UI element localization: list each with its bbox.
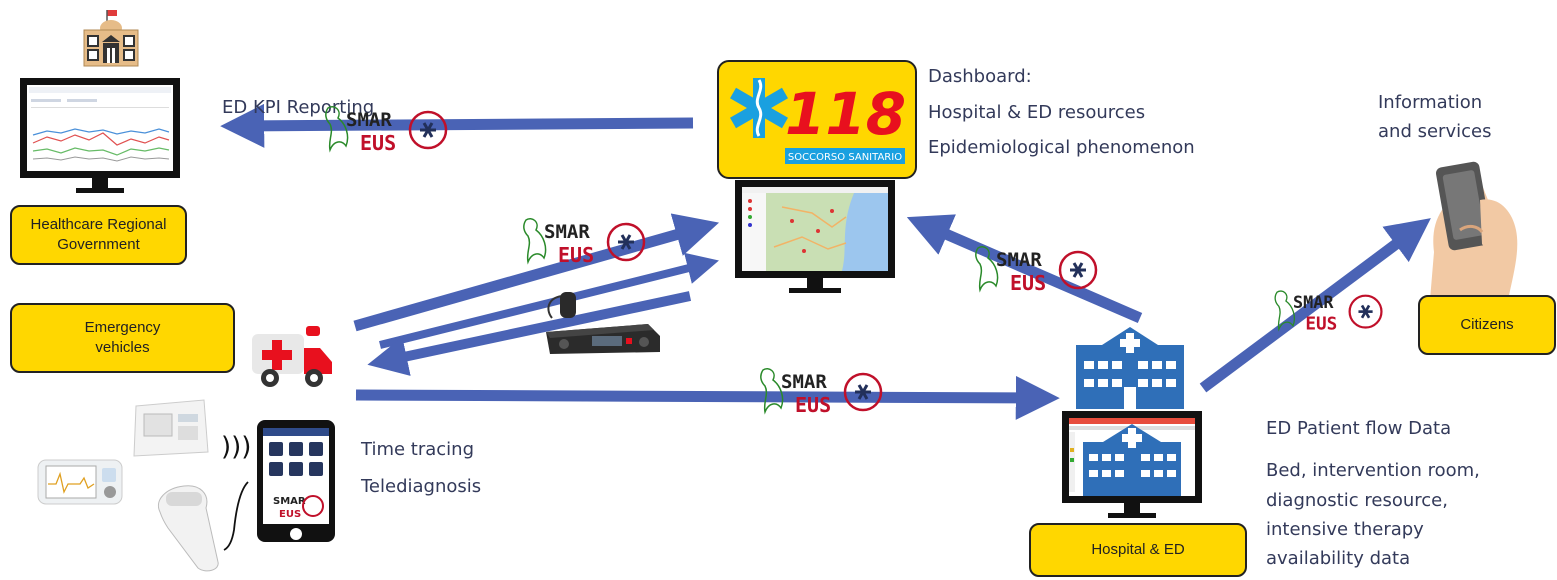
smarteus-h118-eus: EUS — [1010, 271, 1046, 295]
box-hospital-ed: Hospital & ED — [1029, 523, 1247, 577]
logo-118-soccorso: SOCCORSO SANITARIO — [788, 152, 902, 163]
box-citizens: Citizens — [1418, 295, 1556, 355]
tablet-logo-smar: SMAR — [273, 496, 306, 507]
radio-device-icon — [546, 292, 660, 354]
label-ed-kpi-reporting: ED KPI Reporting — [222, 97, 375, 118]
label-and-services: and services — [1378, 121, 1492, 142]
label-dashboard-line2: Epidemiological phenomenon — [928, 137, 1195, 158]
tablet-logo-eus: EUS — [279, 509, 301, 520]
kpi-report-chart — [29, 87, 171, 162]
label-ed-detail-4: availability data — [1266, 548, 1411, 569]
box-emergency-line1: Emergency — [84, 318, 161, 336]
ambulance-icon — [252, 326, 332, 387]
smarteus-logo-vehicles-118: SMAR EUS — [523, 218, 646, 267]
smarteus-kpi-smar: SMAR — [346, 109, 392, 131]
arrow-vehicles-to-118-radio — [379, 252, 719, 349]
government-building-icon — [83, 10, 139, 67]
box-emergency-line2: vehicles — [95, 339, 150, 356]
box-hospital-label: Hospital & ED — [1091, 540, 1185, 558]
ecg-machine-icon — [133, 399, 209, 457]
arrow-118-to-vehicles — [367, 291, 692, 376]
dashboard-map — [742, 187, 888, 271]
label-time-tracing: Time tracing — [361, 439, 474, 460]
tablet-device: SMAR EUS — [257, 420, 335, 542]
hospital-monitor — [1062, 411, 1202, 525]
logo-118-box: 118 SOCCORSO SANITARIO — [717, 60, 917, 179]
hospital-dashboard-view — [1069, 418, 1195, 496]
smarteus-v118-eus: EUS — [558, 243, 594, 267]
arrow-hospital-to-118 — [906, 214, 1143, 324]
arrow-vehicles-to-118-data — [353, 213, 720, 332]
arrow-118-to-regional — [220, 103, 694, 148]
dashboard-monitor — [735, 180, 895, 296]
logo-118-number: 118 — [785, 80, 906, 148]
patient-monitor-icon — [37, 459, 123, 505]
label-dashboard-line1: Hospital & ED resources — [928, 102, 1146, 123]
smarteus-logo-hospital-118: SMAR EUS — [975, 246, 1098, 295]
smarteus-cit-eus: EUS — [1305, 314, 1337, 334]
box-emergency-vehicles: Emergency vehicles — [10, 303, 235, 373]
tablet-smarteus-logo: SMAR EUS — [273, 495, 324, 520]
arrow-vehicles-to-hospital — [355, 375, 1060, 420]
hand-smartphone-icon — [1430, 161, 1518, 300]
label-ed-detail-1: Bed, intervention room, — [1266, 460, 1480, 481]
arrow-hospital-to-citizens — [1199, 218, 1431, 393]
smarteus-logo-vehicles-hospital: SMAR EUS — [760, 368, 883, 417]
label-dashboard-title: Dashboard: — [928, 66, 1032, 87]
smarteus-v118-smar: SMAR — [544, 221, 590, 243]
smarteus-kpi-eus: EUS — [360, 131, 396, 155]
smarteus-vh-eus: EUS — [795, 393, 831, 417]
label-ed-detail-2: diagnostic resource, — [1266, 490, 1448, 511]
kpi-monitor — [20, 78, 180, 196]
wireless-signal-icon: ))) — [221, 432, 252, 462]
box-regional-line1: Healthcare Regional — [30, 215, 167, 233]
smarteus-h118-smar: SMAR — [996, 249, 1042, 271]
label-telediagnosis: Telediagnosis — [361, 476, 482, 497]
smarteus-cit-smar: SMAR — [1293, 292, 1334, 312]
smarteus-logo-citizens: SMAR EUS — [1274, 290, 1383, 334]
label-ed-detail-3: intensive therapy — [1266, 519, 1424, 540]
box-regional-government: Healthcare Regional Government — [10, 205, 187, 265]
ultrasound-probe-icon — [158, 485, 219, 572]
cable-line — [223, 481, 249, 551]
box-regional-line2: Government — [57, 236, 140, 253]
hospital-building-icon — [1076, 327, 1184, 409]
box-citizens-label: Citizens — [1460, 315, 1514, 333]
smarteus-logo-kpi: SMAR EUS — [325, 106, 448, 155]
smarteus-vh-smar: SMAR — [781, 371, 827, 393]
logo-118: 118 SOCCORSO SANITARIO — [730, 78, 906, 164]
label-information: Information — [1378, 92, 1483, 113]
label-ed-patient-flow: ED Patient flow Data — [1266, 418, 1452, 439]
tablet-app-grid — [269, 442, 323, 476]
